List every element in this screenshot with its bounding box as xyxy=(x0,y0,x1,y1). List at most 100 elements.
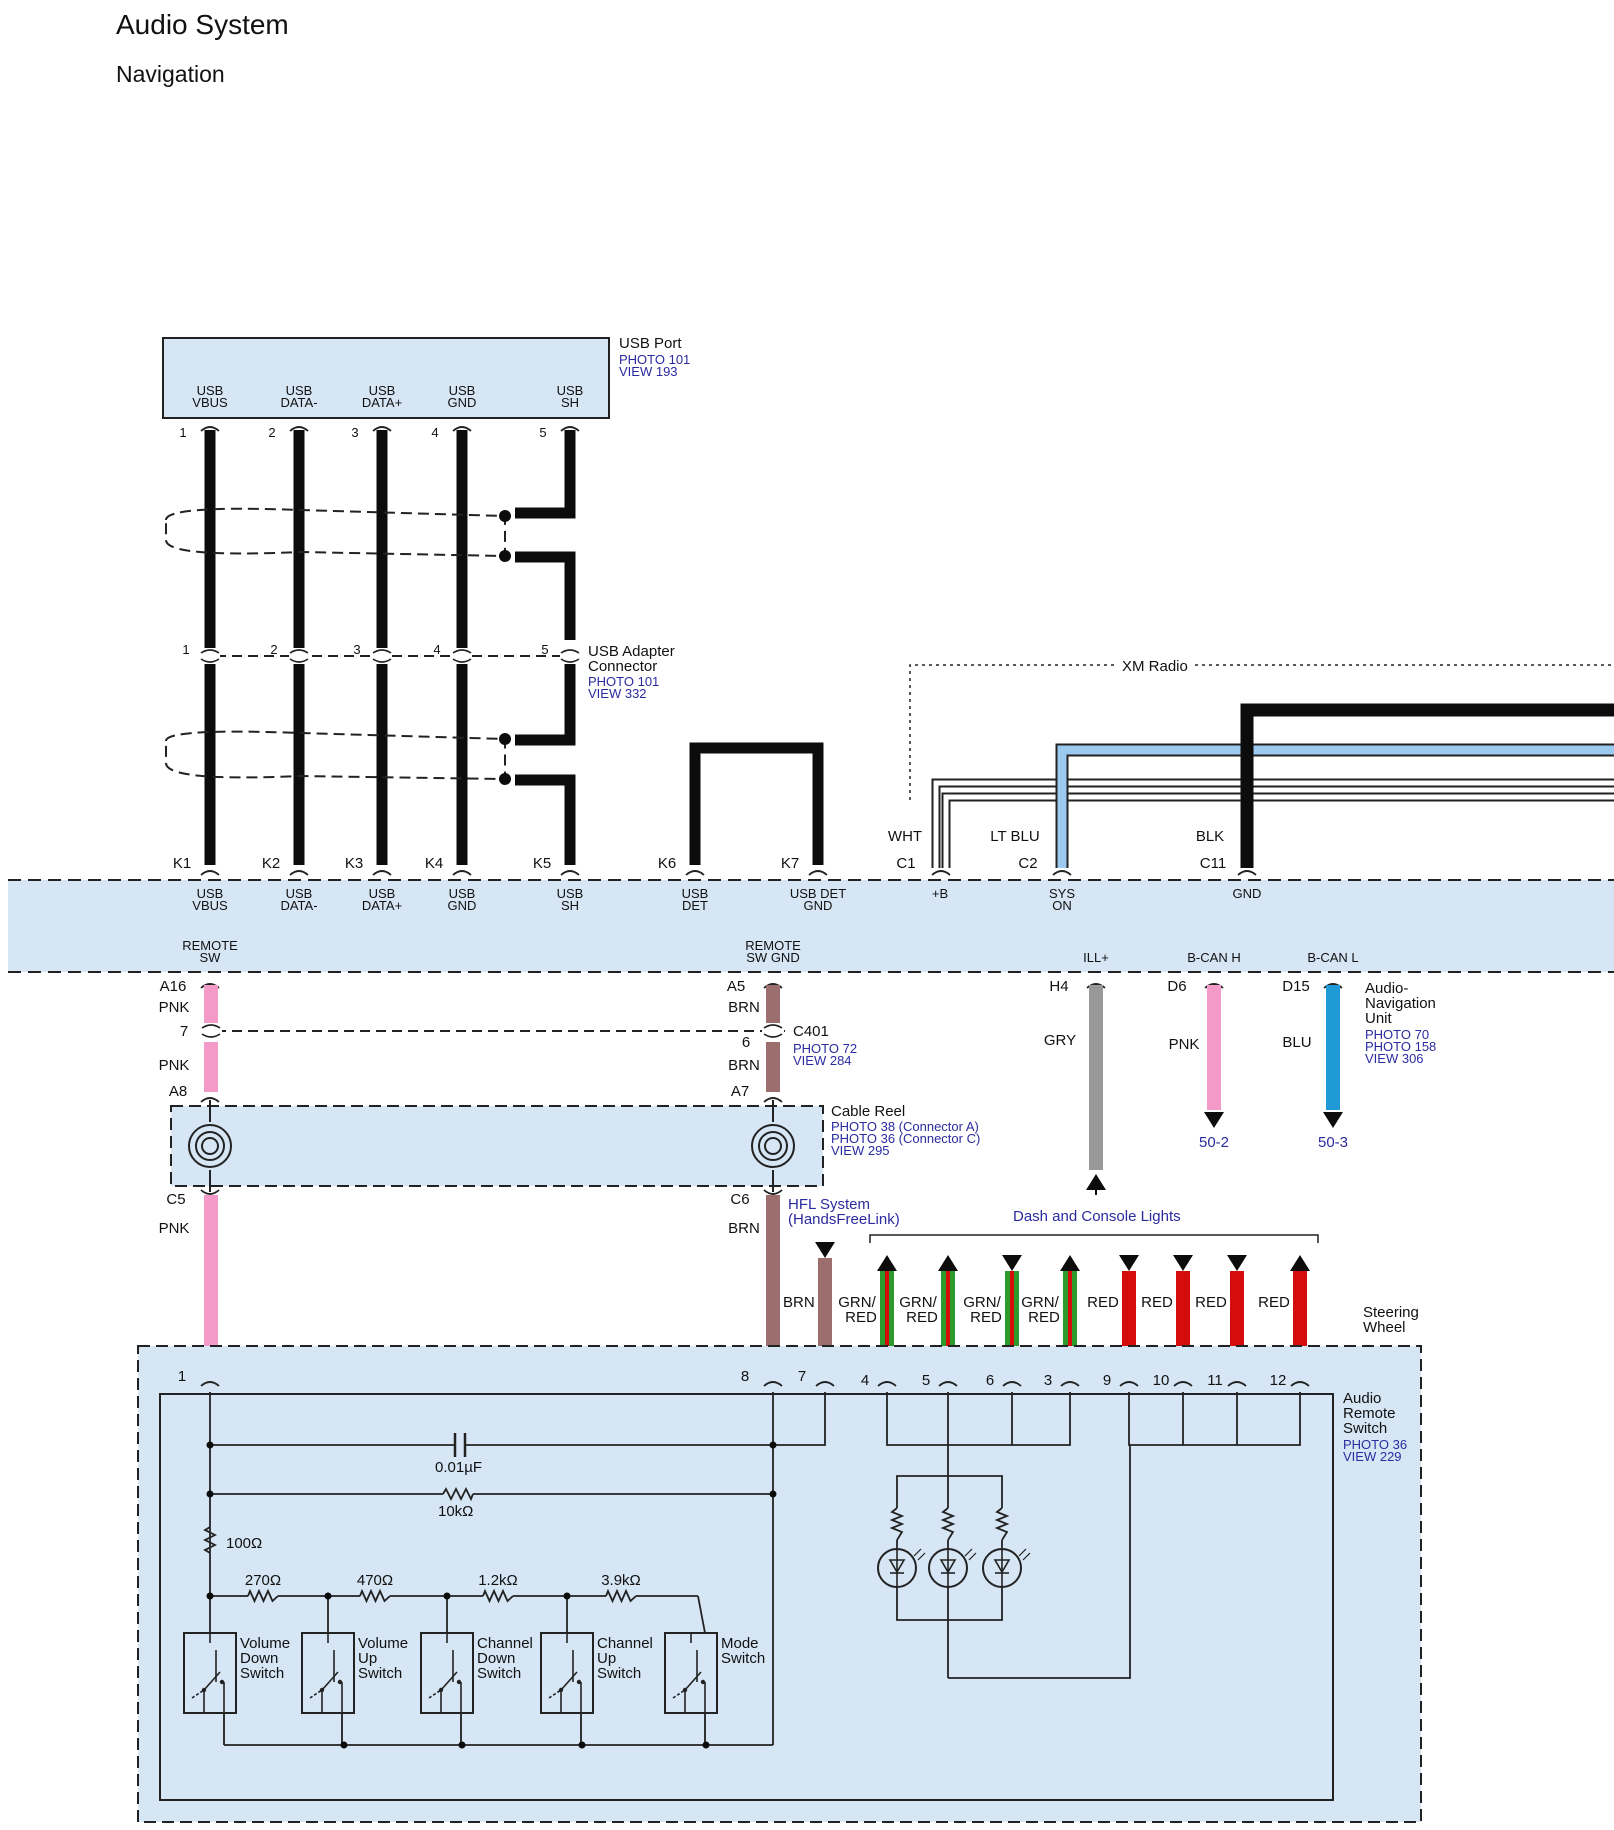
cable-reel-pin: C6 xyxy=(730,1191,749,1208)
hfl-label-2: (HandsFreeLink) xyxy=(788,1211,900,1228)
usb-adapter-ref-2: VIEW 332 xyxy=(588,686,647,701)
switch-label: Up xyxy=(358,1650,377,1667)
remote-switch-pin: 3 xyxy=(1044,1372,1052,1389)
steering-wheel-label-1: Steering xyxy=(1363,1304,1419,1321)
switch-label: Switch xyxy=(240,1665,284,1682)
ladder-resistor xyxy=(482,1588,514,1604)
c401-ref-1: PHOTO 72 xyxy=(793,1041,857,1056)
usb-harness xyxy=(204,430,576,865)
dash-wire-color: RED xyxy=(845,1309,877,1326)
usb-adapter-ref-1: PHOTO 101 xyxy=(588,674,659,689)
unit-pin-number: K3 xyxy=(345,855,363,872)
unit-pin-number: K2 xyxy=(262,855,280,872)
svg-text:PHOTO 158: PHOTO 158 xyxy=(1365,1039,1436,1054)
svg-text:VIEW 306: VIEW 306 xyxy=(1365,1051,1424,1066)
unit-pin-signal: REMOTE xyxy=(745,938,801,953)
svg-text:Navigation: Navigation xyxy=(1365,995,1436,1012)
usb-port-pin-signal: DATA- xyxy=(280,395,317,410)
unit-pin-signal: USB xyxy=(197,886,224,901)
usb-port-pin-number: 5 xyxy=(539,425,546,440)
c401-pin-left: 7 xyxy=(180,1023,188,1040)
remote-switch-pin: 10 xyxy=(1153,1372,1170,1389)
xm-pin-signal: SYS xyxy=(1049,886,1075,901)
unit-pin-number: K6 xyxy=(658,855,676,872)
remote-switch-pin: 12 xyxy=(1270,1372,1287,1389)
wire-color-label: BLU xyxy=(1282,1034,1311,1051)
svg-text:Remote: Remote xyxy=(1343,1405,1396,1422)
remote-switch-pin: 4 xyxy=(861,1372,869,1389)
switch-label: Volume xyxy=(358,1635,408,1652)
dash-lights-label: Dash and Console Lights xyxy=(1013,1208,1181,1225)
cable-reel-label: Cable Reel xyxy=(831,1103,905,1120)
resistor-100 xyxy=(202,1526,218,1554)
wire-color-label: BRN xyxy=(728,1220,760,1237)
xm-pin-number: C1 xyxy=(896,855,915,872)
audio-remote-switch: Audio Remote Switch PHOTO 36 VIEW 229 xyxy=(137,1345,1422,1823)
svg-text:PHOTO 36: PHOTO 36 xyxy=(1343,1437,1407,1452)
xm-wire-color-label: BLK xyxy=(1196,828,1224,845)
switch-label: Down xyxy=(477,1650,515,1667)
cable-reel-pin: A7 xyxy=(731,1083,749,1100)
unit-pin-signal: B-CAN L xyxy=(1307,950,1358,965)
usb-port-pin-signal: USB xyxy=(369,383,396,398)
usb-adapter-pin-number: 4 xyxy=(433,642,440,657)
unit-pin-signal: USB xyxy=(557,886,584,901)
switch-box xyxy=(420,1632,474,1714)
svg-text:Switch: Switch xyxy=(1343,1420,1387,1437)
remote-switch-pin: 9 xyxy=(1103,1372,1111,1389)
switch-box xyxy=(183,1632,237,1714)
resistor-10k xyxy=(442,1486,474,1502)
switch-label: Switch xyxy=(721,1650,765,1667)
usb-port-ref-1: PHOTO 101 xyxy=(619,352,690,367)
dash-wire-color: GRN/ xyxy=(838,1294,876,1311)
usb-adapter-pin-number: 2 xyxy=(270,642,277,657)
unit-pin-signal: DET xyxy=(682,898,708,913)
unit-pin-signal: GND xyxy=(804,898,833,913)
hfl-label-1: HFL System xyxy=(788,1196,870,1213)
dash-wire-color: RED xyxy=(1141,1294,1173,1311)
dash-wire-color: GRN/ xyxy=(1021,1294,1059,1311)
arrow-up-icon xyxy=(877,1255,897,1271)
bcan-h-destination: 50-2 xyxy=(1199,1134,1229,1151)
ladder-resistor xyxy=(359,1588,391,1604)
bcan-l-destination: 50-3 xyxy=(1318,1134,1348,1151)
usb-port: USB Port PHOTO 101 VIEW 193 USBVBUS1USBD… xyxy=(162,335,690,440)
ill-wire xyxy=(1086,985,1106,1195)
dash-wire-color: RED xyxy=(1258,1294,1290,1311)
led-resistor xyxy=(994,1507,1010,1541)
xm-pin-number: C11 xyxy=(1200,855,1226,872)
unit-pin-signal: USB xyxy=(682,886,709,901)
remote-switch-circuit xyxy=(209,1392,826,1746)
ladder-resistor xyxy=(605,1588,637,1604)
svg-text:VIEW 229: VIEW 229 xyxy=(1343,1449,1402,1464)
svg-text:Audio: Audio xyxy=(1343,1390,1381,1407)
unit-pin-number: K1 xyxy=(173,855,191,872)
switch-label: Switch xyxy=(358,1665,402,1682)
unit-pin-signal: USB xyxy=(369,886,396,901)
c401-label: C401 xyxy=(793,1023,829,1040)
unit-pin-signal: USB xyxy=(286,886,313,901)
junction-dots xyxy=(206,1441,777,1749)
cable-reel-ref-3: VIEW 295 xyxy=(831,1143,890,1158)
cable-reel: Cable Reel PHOTO 38 (Connector A) PHOTO … xyxy=(159,1083,981,1237)
unit-pin-signal: USB xyxy=(449,886,476,901)
unit-pin-signal: B-CAN H xyxy=(1187,950,1240,965)
unit-pin-signal: DATA- xyxy=(280,898,317,913)
wire-color-label: BRN xyxy=(728,999,760,1016)
remote-switch-pin: 5 xyxy=(922,1372,930,1389)
xm-pin-signal: ON xyxy=(1052,898,1072,913)
shield-dots xyxy=(499,510,511,785)
arrow-up-icon xyxy=(1290,1255,1310,1271)
usb-port-pin-number: 1 xyxy=(179,425,186,440)
unit-pin-number: K4 xyxy=(425,855,443,872)
resistor-10k-value: 10kΩ xyxy=(438,1503,473,1520)
usb-adapter-label-1: USB Adapter xyxy=(588,643,675,660)
audio-navigation-unit-label: Audio- Navigation Unit PHOTO 70 PHOTO 15… xyxy=(1365,980,1436,1066)
dash-wire-color: RED xyxy=(1087,1294,1119,1311)
dash-wire-color: GRN/ xyxy=(963,1294,1001,1311)
led-circuit xyxy=(886,1392,1301,1679)
usb-port-ref-2: VIEW 193 xyxy=(619,364,678,379)
